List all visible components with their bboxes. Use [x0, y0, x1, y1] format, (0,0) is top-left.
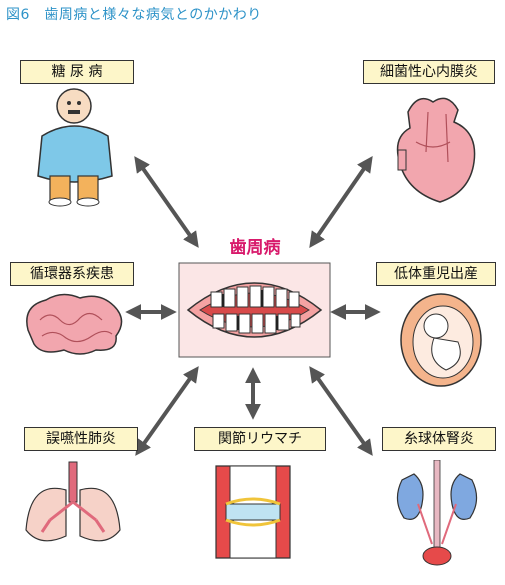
label-glomerulonephritis: 糸球体腎炎 — [382, 427, 496, 451]
man-icon — [37, 88, 113, 207]
label-aspiration-pneumonia: 誤嚥性肺炎 — [24, 427, 138, 451]
heart-icon — [396, 97, 476, 203]
arrow-diabetes — [134, 156, 199, 248]
teeth-icon — [178, 262, 331, 358]
lungs-icon — [25, 461, 121, 542]
label-circulatory: 循環器系疾患 — [10, 262, 134, 286]
brain-icon — [26, 293, 123, 355]
center-label: 歯周病 — [229, 238, 281, 258]
arrow-aspiration — [135, 366, 199, 456]
arrow-endocarditis — [309, 156, 373, 248]
label-rheumatoid-arthritis: 関節リウマチ — [194, 427, 326, 451]
fetus-icon — [400, 293, 482, 387]
label-endocarditis: 細菌性心内膜炎 — [363, 60, 495, 84]
figure-title: 図6 歯周病と様々な病気とのかかわり — [6, 7, 262, 23]
arrow-glomerulo — [309, 366, 373, 456]
knee-joint-icon — [215, 465, 291, 559]
kidneys-icon — [396, 460, 478, 566]
label-low-birth-weight: 低体重児出産 — [376, 262, 496, 286]
label-diabetes: 糖 尿 病 — [20, 60, 134, 84]
